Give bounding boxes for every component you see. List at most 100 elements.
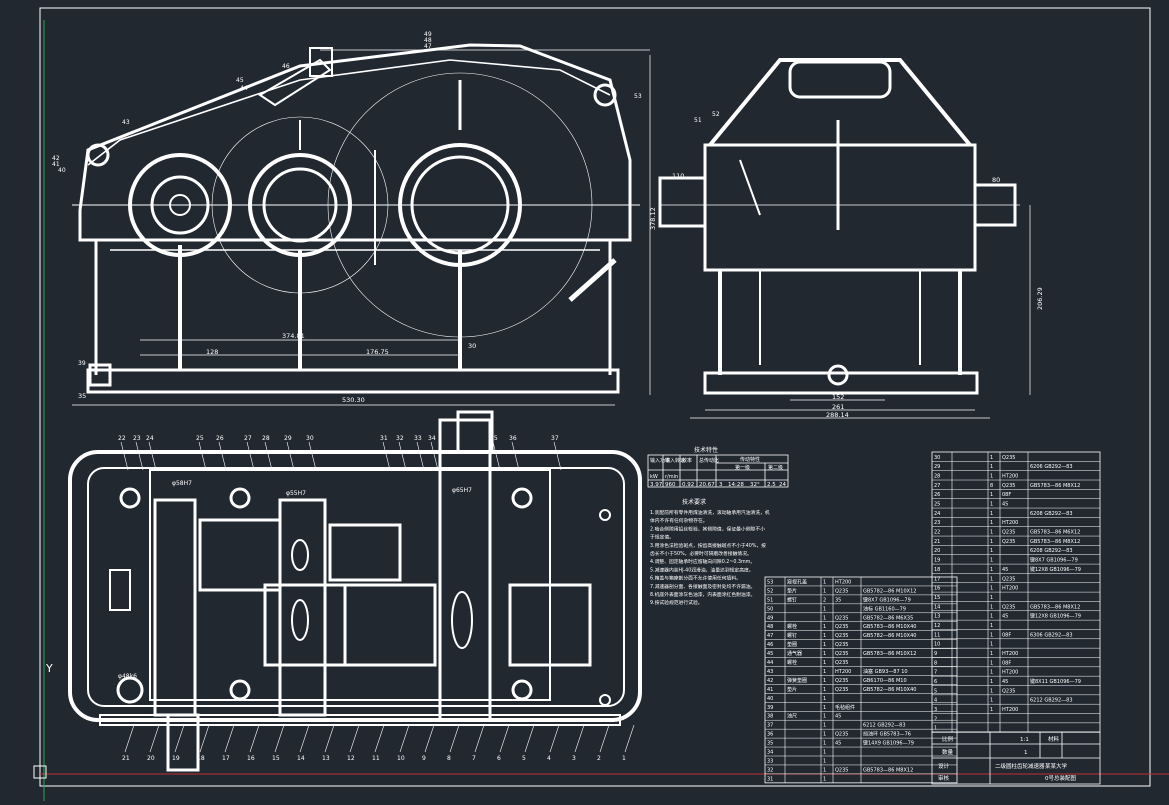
bom-cell: 20 bbox=[934, 548, 940, 554]
leader-48: 48 bbox=[424, 37, 432, 44]
bottom-leader-label: 18 bbox=[197, 755, 205, 762]
bom-cell: 29 bbox=[934, 464, 940, 470]
bom-cell: 46 bbox=[767, 642, 773, 648]
fit-label: φ48k6 bbox=[118, 673, 137, 680]
bom-cell: 1 bbox=[823, 705, 826, 711]
tech-spec-h5: 传动特性 bbox=[740, 456, 760, 463]
bottom-leader-line bbox=[199, 724, 210, 753]
bom-cell: 45 bbox=[835, 714, 841, 720]
front-view-labels: 530.30 374.81 128 176.75 30 35 378.12 49… bbox=[52, 31, 657, 404]
bom-cell: GB6170—86 M10 bbox=[863, 678, 907, 684]
fit-label: φ58H7 bbox=[172, 480, 192, 487]
bom-cell: 11 bbox=[934, 632, 940, 638]
bom-cell: 1 bbox=[990, 576, 993, 582]
bom-cell: 1 bbox=[823, 758, 826, 764]
bom-cell: 1 bbox=[823, 714, 826, 720]
tech-spec-second-stage: 第二级 bbox=[768, 464, 783, 471]
bottom-leader-line bbox=[549, 724, 560, 753]
bom-cell: 1 bbox=[990, 632, 993, 638]
tech-req-line: 5.减速器内装HJ-40润滑油，油量达到规定高度。 bbox=[650, 566, 754, 573]
top-leader-line bbox=[492, 441, 501, 471]
bom-cell: 1 bbox=[823, 696, 826, 702]
bom-cell: Q235 bbox=[1002, 539, 1015, 545]
title-block-labels: 比例 1:1 数量 1 材料 设计 审核 二级圆柱齿轮减速器 某某大学 0号总装… bbox=[938, 735, 1076, 782]
bom-cell: 1 bbox=[823, 687, 826, 693]
bom-cell: 4 bbox=[934, 698, 937, 704]
bottom-leader-line bbox=[349, 724, 360, 753]
ucs-y-label: Y bbox=[45, 662, 53, 675]
bom-cell: Q235 bbox=[835, 651, 848, 657]
bottom-leader-label: 3 bbox=[572, 755, 576, 762]
top-leader-label: 36 bbox=[509, 435, 517, 442]
top-leader-line bbox=[120, 441, 129, 471]
title-ratio-label: 比例 bbox=[942, 735, 954, 743]
bom-cell: 39 bbox=[767, 705, 773, 711]
bom-cell: 1 bbox=[990, 520, 993, 526]
bottom-leader-label: 14 bbox=[297, 755, 305, 762]
bom-cell: 45 bbox=[1002, 567, 1008, 573]
bom-cell: 34 bbox=[767, 750, 773, 756]
bom-cell: Q235 bbox=[835, 687, 848, 693]
bom-cell: GB5783—86 M8X12 bbox=[1030, 483, 1080, 489]
top-leader-label: 24 bbox=[146, 435, 154, 442]
bom-cell: Q235 bbox=[835, 660, 848, 666]
bom-cell: 14 bbox=[934, 604, 940, 610]
top-leader-label: 35 bbox=[490, 435, 498, 442]
top-leader-line bbox=[382, 441, 391, 471]
top-leader-line bbox=[246, 441, 255, 471]
bom-cell: 26 bbox=[934, 492, 940, 498]
bom-cell: 1 bbox=[990, 511, 993, 517]
bom-cell: 42 bbox=[767, 678, 773, 684]
bom-cell: 1 bbox=[990, 660, 993, 666]
bottom-leader-label: 1 bbox=[622, 755, 626, 762]
bom-cell: HT200 bbox=[1002, 586, 1018, 592]
dim-w1: 152 bbox=[832, 393, 844, 401]
tech-spec-unit-kw: kW bbox=[650, 474, 658, 480]
tech-req-line: 体内不许有任何杂物存在。 bbox=[650, 517, 708, 524]
bom-cell: 1 bbox=[990, 474, 993, 480]
dim-w2: 261 bbox=[832, 403, 844, 411]
bom-cell: 7 bbox=[934, 670, 937, 676]
top-leader-line bbox=[511, 441, 520, 471]
bom-cell: 1 bbox=[990, 455, 993, 461]
top-leader-label: 32 bbox=[396, 435, 404, 442]
bom-cell: 1 bbox=[990, 567, 993, 573]
bottom-leader-label: 11 bbox=[372, 755, 380, 762]
bom-cell: Q235 bbox=[835, 767, 848, 773]
bom-cell: 1 bbox=[990, 679, 993, 685]
leader-44: 44 bbox=[240, 85, 248, 92]
bottom-leader-line bbox=[399, 724, 410, 753]
bottom-leader-label: 17 bbox=[222, 755, 230, 762]
tech-spec-h2: 输入转速 bbox=[665, 457, 685, 464]
tech-spec-v8: 2.5 bbox=[767, 482, 776, 488]
bom-cell: 1 bbox=[823, 660, 826, 666]
bom-cell: Q235 bbox=[1002, 530, 1015, 536]
top-view bbox=[68, 410, 642, 772]
bom-cell: GB5783—86 M8X12 bbox=[1030, 604, 1080, 610]
top-leader-line bbox=[198, 441, 207, 471]
bom-cell: 螺钉 bbox=[787, 596, 797, 603]
top-leader-label: 25 bbox=[196, 435, 204, 442]
bottom-leader-line bbox=[374, 724, 385, 753]
bottom-leader-label: 16 bbox=[247, 755, 255, 762]
bom-cell: 2 bbox=[934, 716, 937, 722]
bom-cell: 螺钉 bbox=[787, 632, 797, 639]
bom-cell: Q235 bbox=[1002, 688, 1015, 694]
bom-cell: 49 bbox=[767, 615, 773, 621]
tech-req-line: 3.用涂色法检验斑点，按齿高接触斑点不小于40%，按 bbox=[650, 542, 766, 549]
bom-cell: 1 bbox=[990, 688, 993, 694]
tech-spec-v3: 0.92 bbox=[682, 482, 694, 488]
bom-cell: HT200 bbox=[1002, 707, 1018, 713]
bottom-leader-line bbox=[599, 724, 610, 753]
bom-cell: 50 bbox=[767, 606, 773, 612]
bom-cell: 1 bbox=[823, 767, 826, 773]
fit-label: φ55H7 bbox=[286, 490, 306, 497]
bom-cell: 33 bbox=[767, 758, 773, 764]
tech-spec-v5: 3 bbox=[719, 482, 723, 488]
title-drawing-no: 0号总装配图 bbox=[1045, 774, 1076, 782]
bom-cell: 6306 GB292—83 bbox=[1030, 632, 1073, 638]
top-leader-label: 33 bbox=[414, 435, 422, 442]
bom-cell: HT200 bbox=[835, 579, 851, 585]
bom-cell: 1 bbox=[823, 732, 826, 738]
